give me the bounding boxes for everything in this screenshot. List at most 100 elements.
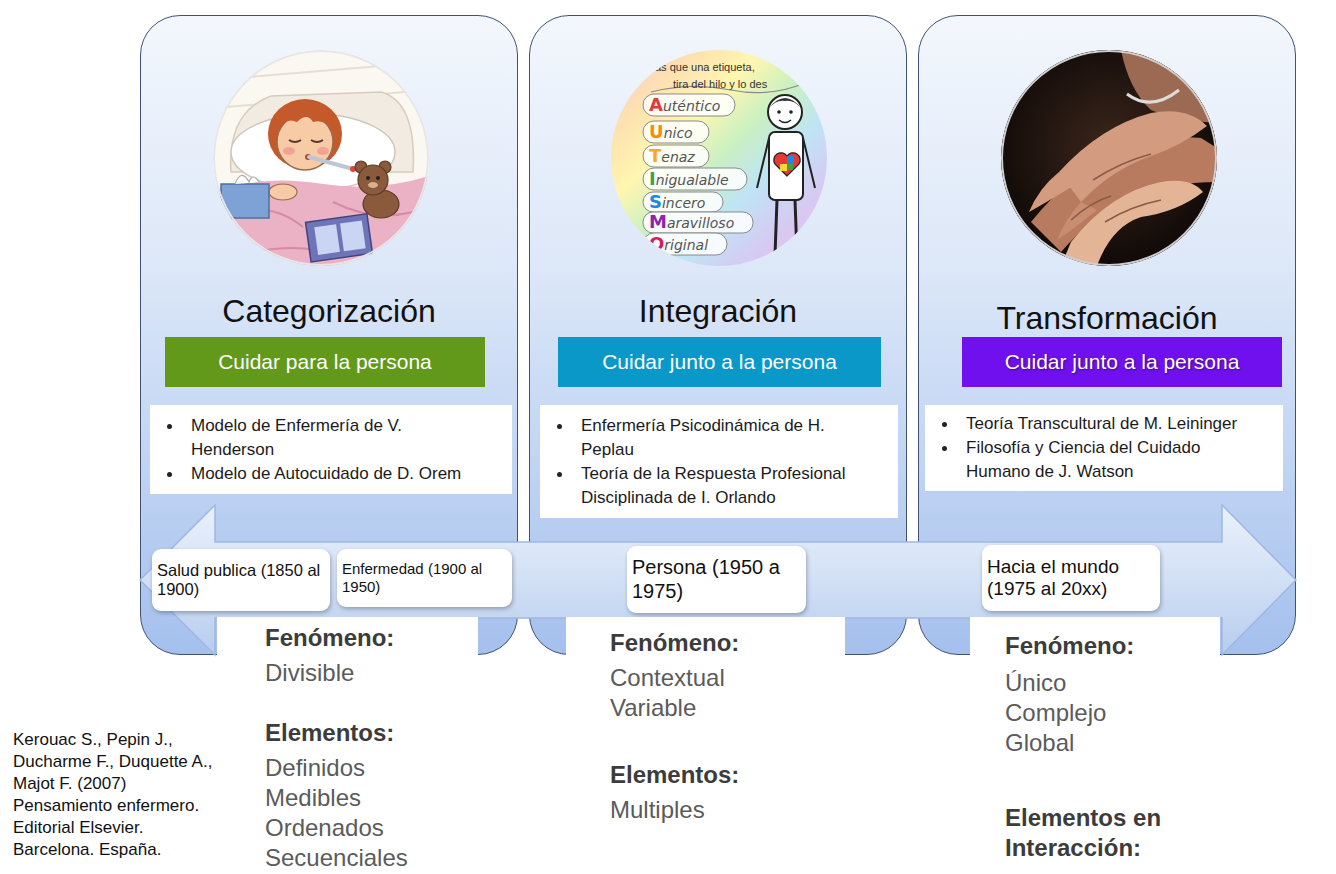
care-band: Cuidar junto a la persona: [962, 337, 1282, 387]
sick-child-illustration: [213, 50, 429, 266]
period-text: Persona (1950 a 1975): [632, 556, 801, 603]
phenomenon-text: Multiples: [610, 795, 845, 825]
autism-poster-illustration: [789, 110, 793, 114]
sick-child-illustration: [235, 175, 259, 184]
autism-poster-illustration: [774, 153, 800, 176]
care-band: Cuidar junto a la persona: [558, 337, 881, 387]
autism-poster-illustration: [777, 110, 781, 114]
autism-poster-illustration: [780, 164, 787, 171]
phenomenon-text: Elementos:: [610, 760, 845, 790]
autism-poster-illustration: [775, 200, 797, 255]
phenomenon-text: Fenómeno:: [1005, 631, 1220, 661]
autism-poster-illustration: [768, 95, 802, 129]
sick-child-illustration: [283, 147, 295, 155]
autism-poster-illustration: [643, 168, 747, 190]
sick-child-illustration: [309, 157, 353, 169]
period-text: Hacia el mundo (1975 al 20xx): [987, 556, 1155, 600]
phenomenon-text: Complejo: [1005, 698, 1220, 728]
phenomenon-text: Ordenados: [265, 813, 478, 843]
holding-hands-photo: [1061, 181, 1203, 266]
sick-child-illustration: [213, 50, 429, 266]
phenomenon-text: Global: [1005, 728, 1220, 758]
poster-word: Auténtico: [649, 96, 720, 115]
phenomenon-box: Fenómeno:ÚnicoComplejoGlobalElementos en…: [970, 617, 1220, 874]
holding-hands-photo: [1029, 172, 1073, 212]
care-text: Cuidar junto a la persona: [1005, 350, 1240, 374]
phenomenon-text: Medibles: [265, 783, 478, 813]
sick-child-illustration: [306, 214, 373, 262]
poster-word: Inigualable: [649, 170, 729, 189]
sick-child-illustration: [366, 176, 370, 180]
care-band: Cuidar para la persona: [165, 337, 485, 387]
sick-child-illustration: [213, 176, 429, 266]
holding-hands-photo: [1127, 90, 1179, 102]
model-list: Enfermería Psicodinámica de H. PeplauTeo…: [540, 405, 898, 518]
era-title: Integración: [530, 292, 906, 330]
phenomenon-text: Elementos en Interacción:: [1005, 803, 1220, 863]
poster-text: as que una etiqueta,: [655, 61, 755, 74]
period-text: Salud publica (1850 al 1900): [157, 561, 325, 600]
model-list: Teoría Transcultural de M. LeiningerFilo…: [925, 405, 1283, 491]
phenomenon-text: Variable: [610, 693, 845, 723]
sick-child-illustration: [275, 105, 335, 134]
period-box: Salud publica (1850 al 1900): [152, 549, 330, 611]
model-item: Teoría Transcultural de M. Leininger: [925, 412, 1251, 436]
poster-word: Original: [649, 235, 708, 254]
holding-hands-photo: [1071, 154, 1161, 222]
sick-child-illustration: [269, 184, 297, 200]
phenomenon-text: Fenómeno:: [610, 628, 845, 658]
period-box: Enfermedad (1900 al 1950): [337, 549, 512, 607]
period-box: Hacia el mundo (1975 al 20xx): [982, 545, 1160, 611]
era-title: Transformación: [919, 299, 1295, 337]
poster-word: Tenaz: [649, 147, 695, 166]
sick-child-illustration: [376, 176, 380, 180]
care-text: Cuidar junto a la persona: [602, 350, 837, 374]
autism-poster-illustration: [643, 233, 727, 255]
sick-child-illustration: [340, 221, 366, 252]
autism-poster-illustration: [643, 121, 709, 143]
sick-child-illustration: [358, 165, 388, 195]
citation: Kerouac S., Pepin J., Ducharme F., Duque…: [13, 729, 225, 861]
autism-poster-illustration: [769, 98, 801, 108]
holding-hands-photo: [1002, 51, 1216, 265]
autism-poster-illustration: [787, 156, 794, 164]
autism-poster-illustration: [643, 212, 753, 233]
phenomenon-box: Fenómeno: ContextualVariableElementos: Mul…: [566, 617, 845, 835]
sick-child-illustration: [355, 161, 399, 218]
model-item: Teoría de la Respuesta Profesional Disci…: [540, 462, 866, 510]
model-list: Modelo de Enfermería de V. HendersonMode…: [150, 405, 512, 494]
sick-child-illustration: [214, 51, 428, 265]
phenomenon-text: Fenómeno:: [265, 623, 478, 653]
poster-word: Unico: [649, 123, 693, 142]
holding-hands-photo: [1001, 50, 1217, 266]
sick-child-illustration: [368, 182, 378, 188]
phenomenon-box: Fenómeno:DivisibleElementos:DefinidosMed…: [217, 617, 478, 874]
sick-child-illustration: [213, 50, 429, 266]
period-box: Persona (1950 a 1975): [627, 546, 806, 613]
care-text: Cuidar para la persona: [218, 350, 432, 374]
sick-child-illustration: [289, 140, 323, 142]
sick-child-illustration: [268, 99, 342, 169]
period-text: Enfermedad (1900 al 1950): [342, 560, 507, 595]
model-item: Enfermería Psicodinámica de H. Peplau: [540, 414, 866, 462]
autism-poster-illustration: [779, 120, 791, 123]
sick-child-illustration: [314, 224, 340, 255]
autism-poster-illustration: [787, 164, 793, 170]
poster-text: tira del hilo y lo des: [673, 78, 767, 91]
autism-poster-illustration: as que una etiqueta, tira del hilo y lo d…: [611, 50, 827, 266]
phenomenon-text: Elementos:: [265, 718, 478, 748]
phenomenon-text: Contextual: [610, 663, 845, 693]
model-item: Filosofía y Ciencia del Cuidado Humano d…: [925, 436, 1251, 484]
holding-hands-photo: [1001, 50, 1217, 266]
holding-hands-photo: [1001, 50, 1217, 266]
phenomenon-text: Secuenciales: [265, 843, 478, 873]
poster-word: Sincero: [649, 193, 705, 212]
poster-word: Maravilloso: [649, 213, 734, 232]
model-item: Modelo de Enfermería de V. Henderson: [150, 414, 476, 462]
sick-child-illustration: [306, 214, 373, 262]
era-title: Categorización: [141, 292, 517, 330]
autism-poster-illustration: [643, 192, 723, 212]
autism-poster-illustration: [643, 94, 753, 255]
phenomenon-text: Definidos: [265, 753, 478, 783]
